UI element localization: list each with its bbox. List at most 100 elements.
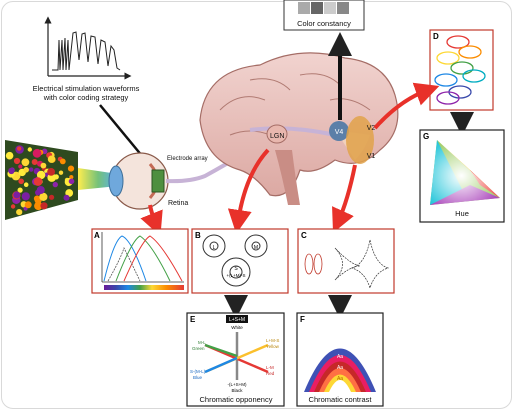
- opp-right-down-label: L-M: [266, 365, 274, 370]
- opp-left-up-label: M-L: [198, 340, 206, 345]
- hue-ring: [446, 35, 470, 49]
- flower-petal: [39, 192, 48, 201]
- flower-petal: [67, 165, 75, 172]
- hue-label: Hue: [455, 209, 469, 218]
- panel-b-letter: B: [195, 231, 201, 240]
- electrode-array-label: Electrode array: [167, 156, 208, 162]
- flower-petal: [10, 204, 16, 209]
- contrast-band-2: Aa: [337, 343, 343, 349]
- flower-petal: [13, 157, 21, 165]
- b-m-cell-label: M: [254, 245, 258, 251]
- flower-petal: [21, 158, 30, 167]
- v2-to-d-arrow: [373, 82, 440, 130]
- waveform-graph: Electrical stimulation waveforms with co…: [33, 16, 140, 102]
- opp-left-down-sub: Blue: [193, 375, 203, 380]
- flower-petal: [40, 162, 47, 169]
- light-beam: [78, 168, 118, 190]
- flower-petal: [8, 167, 15, 175]
- flower-petal: [31, 159, 38, 165]
- flower-scene-image: [5, 140, 78, 220]
- flower-petal: [33, 177, 43, 186]
- lgn-label: LGN: [270, 133, 284, 140]
- flower-petal: [29, 167, 34, 172]
- v1-to-c-arrow: [332, 164, 357, 233]
- flower-petal: [17, 187, 23, 193]
- flower-petal: [47, 155, 56, 163]
- panel-e: E L+S+M White M-L Green L+M-S Yellow S-(…: [186, 312, 285, 407]
- b-l-cell-label: L: [213, 245, 216, 251]
- flower-petal: [27, 147, 32, 152]
- color-constancy-label: Color constancy: [297, 19, 351, 28]
- flower-petal: [59, 158, 66, 165]
- panel-d: D: [429, 29, 494, 111]
- color-constancy-box: Color constancy: [283, 0, 365, 31]
- flower-petal: [23, 182, 29, 187]
- flower-petal: [40, 202, 48, 210]
- opp-bottom-sub: Black: [231, 388, 243, 393]
- retina-to-a-arrow: [140, 204, 163, 237]
- flower-petal: [16, 209, 23, 216]
- flower-petal: [58, 170, 64, 175]
- opp-bottom-label: -(L+S+M): [227, 382, 247, 387]
- panel-a-letter: A: [94, 231, 100, 240]
- contrast-band-4: Aa: [337, 365, 343, 371]
- v4-label: V4: [335, 129, 344, 136]
- b-bottom-cell-label: +(L+M)-S: [226, 273, 245, 278]
- opp-right-down-sub: Red: [266, 371, 275, 376]
- opp-left-down-label: S-(M-L): [190, 369, 206, 374]
- panel-f-letter: F: [300, 315, 305, 324]
- panel-d-letter: D: [433, 32, 439, 41]
- chromatic-opponency-label: Chromatic opponency: [200, 395, 273, 404]
- chromatic-contrast-label: Chromatic contrast: [309, 395, 373, 404]
- hue-ring: [434, 73, 458, 87]
- panel-g: G Hue: [419, 129, 505, 223]
- opp-top-label: L+S+M: [229, 317, 245, 323]
- flower-petal: [36, 170, 46, 180]
- panel-b: B L M S +(L+M)-S: [191, 228, 289, 294]
- panel-a: A: [91, 228, 189, 294]
- waveform-caption-line2: with color coding strategy: [43, 93, 129, 102]
- retina-label: Retina: [168, 200, 188, 207]
- contrast-band-1: Aa: [337, 333, 343, 339]
- panel-e-letter: E: [190, 315, 196, 324]
- b-s-cell-label: S: [234, 266, 238, 272]
- opp-right-up-label: L+M-S: [266, 338, 279, 343]
- flower-petal: [36, 186, 45, 194]
- flower-petal: [47, 168, 55, 176]
- v2-label: V2: [367, 125, 376, 132]
- hue-ring: [450, 61, 474, 75]
- flower-petal: [53, 174, 59, 180]
- flower-petal: [18, 164, 23, 169]
- flower-petal: [49, 194, 55, 200]
- flower-petal: [63, 194, 70, 201]
- flower-petal: [68, 178, 75, 185]
- lgn-to-b-arrow: [227, 148, 270, 234]
- opp-right-up-sub: Yellow: [266, 344, 280, 349]
- flower-petal: [21, 192, 30, 201]
- flower-petal: [13, 191, 21, 199]
- flower-petal: [24, 201, 32, 209]
- hue-ring: [436, 51, 460, 65]
- flower-petal: [18, 178, 25, 185]
- contrast-band-5: Aa: [337, 376, 343, 382]
- panel-f: F Aa Aa Aa Aa Aa Chromatic contrast: [296, 312, 384, 407]
- flower-petal: [5, 151, 14, 160]
- flower-petal: [32, 148, 42, 158]
- contrast-band-3: Aa: [337, 354, 343, 360]
- flower-petal: [34, 201, 43, 211]
- opp-left-up-sub: Green: [192, 346, 205, 351]
- hue-ring: [462, 69, 486, 83]
- panel-g-letter: G: [423, 132, 429, 141]
- v1-label: V1: [367, 153, 376, 160]
- flower-petal: [16, 146, 22, 151]
- flower-petal: [52, 181, 58, 188]
- hue-ring: [458, 45, 482, 59]
- brain-illustration: LGN V4 V2 V1: [199, 52, 399, 205]
- flower-petal: [69, 175, 74, 180]
- opp-top-sub: White: [231, 325, 243, 330]
- waveform-caption-line1: Electrical stimulation waveforms: [33, 84, 140, 93]
- panel-c: C: [297, 228, 395, 294]
- panel-c-letter: C: [301, 231, 307, 240]
